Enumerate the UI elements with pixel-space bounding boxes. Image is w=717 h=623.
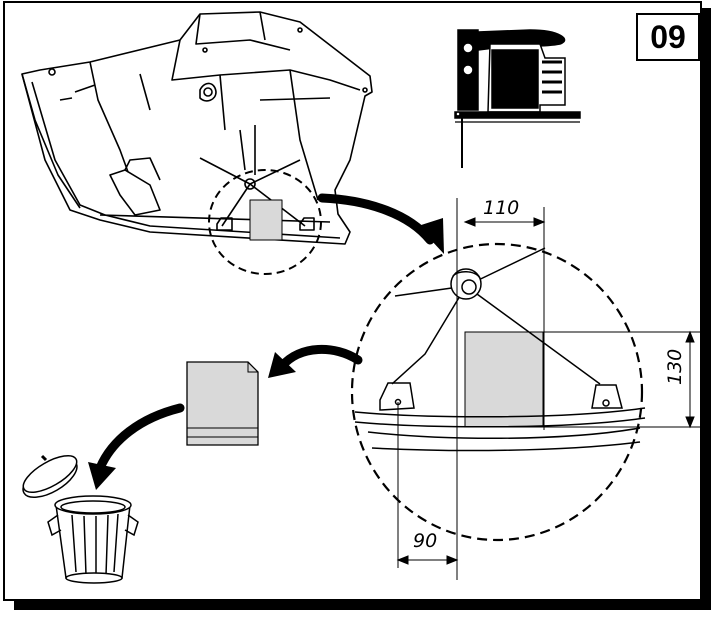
curved-arrow-icon	[88, 403, 185, 490]
dimension-label-90: 90	[413, 530, 438, 552]
dimension-lines	[396, 198, 705, 580]
dimension-label-130: 130	[664, 348, 686, 385]
curved-arrow-icon	[317, 193, 444, 254]
detail-zoom-circle	[350, 242, 644, 542]
curved-arrow-icon	[268, 345, 363, 378]
housing-illustration	[21, 11, 373, 245]
jigsaw-icon	[454, 29, 581, 168]
cut-panel-icon	[186, 361, 259, 446]
step-number: 09	[636, 13, 700, 61]
detail-illustration	[354, 247, 646, 452]
trash-can-icon	[22, 454, 139, 584]
detail-marker-circle	[208, 169, 322, 275]
dimension-label-110: 110	[483, 197, 520, 219]
